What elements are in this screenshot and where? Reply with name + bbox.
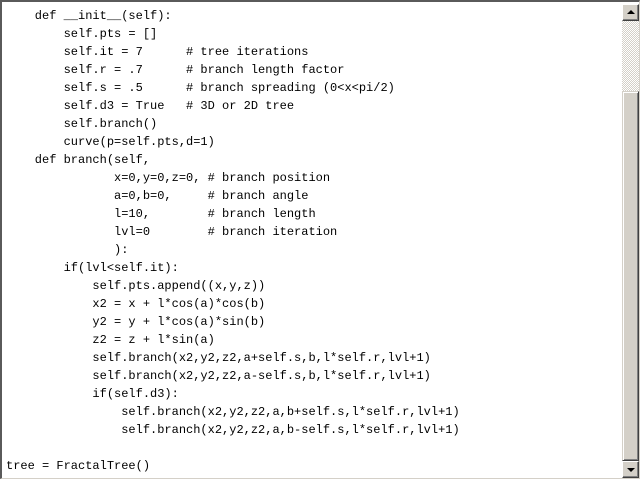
code-line: self.r = .7 # branch length factor bbox=[6, 63, 345, 77]
code-line: y2 = y + l*cos(a)*sin(b) bbox=[6, 315, 266, 329]
code-line: self.branch(x2,y2,z2,a,b+self.s,l*self.r… bbox=[6, 405, 460, 419]
code-line: def branch(self, bbox=[6, 153, 151, 167]
code-line: self.pts.append((x,y,z)) bbox=[6, 279, 266, 293]
arrow-up-icon bbox=[627, 10, 635, 14]
code-line: z2 = z + l*sin(a) bbox=[6, 333, 215, 347]
code-line: if(lvl<self.it): bbox=[6, 261, 179, 275]
code-line: self.d3 = True # 3D or 2D tree bbox=[6, 99, 295, 113]
arrow-down-icon bbox=[627, 468, 635, 472]
code-line: self.branch(x2,y2,z2,a-self.s,b,l*self.r… bbox=[6, 369, 431, 383]
code-line: ): bbox=[6, 243, 129, 257]
code-line: lvl=0 # branch iteration bbox=[6, 225, 338, 239]
code-line bbox=[6, 439, 460, 457]
code-line: def __init__(self): bbox=[6, 9, 172, 23]
code-line: l=10, # branch length bbox=[6, 207, 316, 221]
code-text-area[interactable]: def __init__(self): self.pts = [] self.i… bbox=[4, 4, 622, 478]
code-line: self.pts = [] bbox=[6, 27, 158, 41]
code-line: if(self.d3): bbox=[6, 387, 179, 401]
code-line: self.it = 7 # tree iterations bbox=[6, 45, 309, 59]
code-content[interactable]: def __init__(self): self.pts = [] self.i… bbox=[6, 7, 460, 475]
code-line: self.branch(x2,y2,z2,a+self.s,b,l*self.r… bbox=[6, 351, 431, 365]
scroll-up-button[interactable] bbox=[622, 4, 639, 21]
code-line: x2 = x + l*cos(a)*cos(b) bbox=[6, 297, 266, 311]
code-line: self.branch(x2,y2,z2,a,b-self.s,l*self.r… bbox=[6, 423, 460, 437]
scrollbar-thumb[interactable] bbox=[622, 91, 639, 461]
code-line: x=0,y=0,z=0, # branch position bbox=[6, 171, 331, 185]
code-line: self.s = .5 # branch spreading (0<x<pi/2… bbox=[6, 81, 395, 95]
vertical-scrollbar[interactable] bbox=[622, 4, 639, 478]
code-line: a=0,b=0, # branch angle bbox=[6, 189, 309, 203]
code-line: curve(p=self.pts,d=1) bbox=[6, 135, 215, 149]
code-line: tree = FractalTree() bbox=[6, 459, 151, 473]
scroll-down-button[interactable] bbox=[622, 461, 639, 478]
code-line: self.branch() bbox=[6, 117, 158, 131]
